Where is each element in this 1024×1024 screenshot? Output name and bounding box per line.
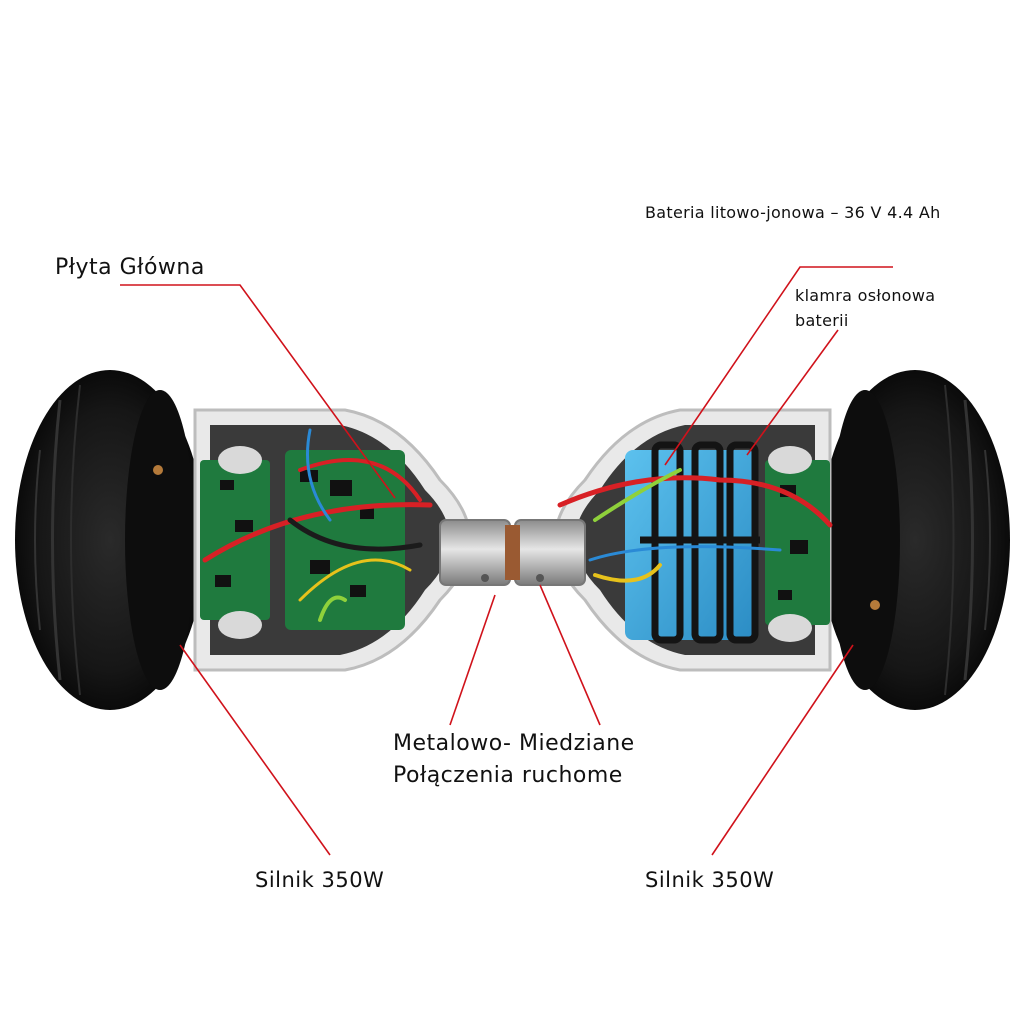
leader-battery [664,266,893,466]
leader-lines [120,266,893,856]
right-wheel [820,370,1010,710]
leader-motor-left [179,644,331,856]
joint-label: Metalowo- Miedziane Połączenia ruchome [393,728,635,792]
leader-main-board [120,284,396,499]
battery-label: Bateria litowo-jonowa – 36 V 4.4 Ah [645,203,941,222]
main-board-label: Płyta Główna [55,255,205,280]
right-axle [514,519,586,586]
motor-right-label: Silnik 350W [645,868,775,892]
leader-joint-right [539,584,601,726]
battery-clamp [640,441,760,644]
left-axle [439,519,511,586]
left-wheel [15,370,205,710]
left-wheel-bolt [153,465,163,475]
leader-battery-clamp [746,329,839,456]
battery-clamp-label-line2: baterii [795,311,849,330]
joint-label-line1: Metalowo- Miedziane [393,731,635,756]
battery-clamp-label: klamra osłonowa baterii [795,283,935,333]
wiring [202,428,833,622]
right-electronics [625,441,830,644]
leader-motor-right [711,644,854,856]
central-joint [439,519,586,586]
left-sensor-board [200,460,270,620]
battery-clamp-label-line1: klamra osłonowa [795,286,936,305]
motor-left-label: Silnik 350W [255,868,385,892]
right-wheel-bolt [870,600,880,610]
leader-joint-left [449,594,496,726]
joint-label-line2: Połączenia ruchome [393,763,623,788]
